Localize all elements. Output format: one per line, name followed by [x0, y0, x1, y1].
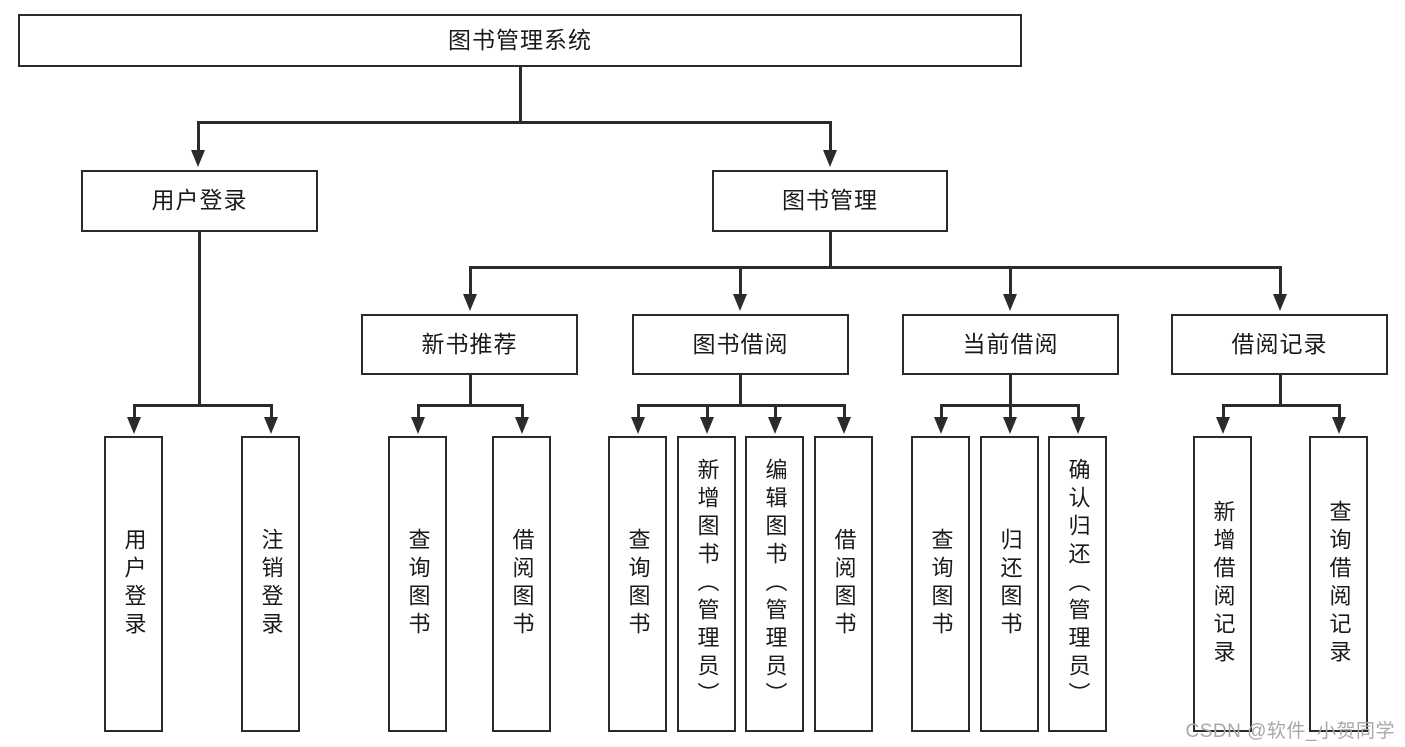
- connector-user-login-drop-2: [270, 404, 273, 419]
- node-label: 借阅图书: [509, 528, 535, 640]
- node-user-login[interactable]: 用户登录: [81, 170, 318, 232]
- connector-user-login-stem: [198, 232, 201, 406]
- node-label: 用户登录: [121, 528, 147, 640]
- leaf-borrow-record-add[interactable]: 新增借阅记录: [1193, 436, 1252, 732]
- node-label: 查询图书: [625, 528, 651, 640]
- leaf-current-borrow-return[interactable]: 归还图书: [980, 436, 1039, 732]
- node-label: 图书管理: [782, 187, 878, 214]
- node-book-borrow[interactable]: 图书借阅: [632, 314, 849, 375]
- connector-book-borrow-drop-1: [637, 404, 640, 419]
- arrow-level3-4: [1273, 294, 1287, 311]
- arrow-level3-1: [463, 294, 477, 311]
- leaf-book-borrow-add[interactable]: 新增图书（管理员）: [677, 436, 736, 732]
- connector-level3-drop-4: [1279, 266, 1282, 296]
- connector-borrow-record-drop-2: [1338, 404, 1341, 419]
- connector-user-login-bus: [133, 404, 270, 407]
- connector-level3-drop-1: [469, 266, 472, 296]
- node-label: 借阅记录: [1231, 330, 1328, 357]
- connector-book-borrow-bus: [637, 404, 845, 407]
- arrow-borrow-record-2: [1332, 417, 1346, 434]
- node-label: 新增图书（管理员）: [694, 458, 720, 710]
- node-label: 图书管理系统: [448, 26, 592, 53]
- connector-level2-drop-1: [197, 121, 200, 153]
- connector-book-borrow-drop-2: [706, 404, 709, 419]
- arrow-new-book-1: [411, 417, 425, 434]
- arrow-new-book-2: [515, 417, 529, 434]
- arrow-book-borrow-4: [837, 417, 851, 434]
- leaf-book-borrow-borrow[interactable]: 借阅图书: [814, 436, 873, 732]
- arrow-current-borrow-3: [1071, 417, 1085, 434]
- leaf-current-borrow-confirm-return[interactable]: 确认归还（管理员）: [1048, 436, 1107, 732]
- node-label: 编辑图书（管理员）: [762, 458, 788, 710]
- node-label: 当前借阅: [962, 330, 1059, 357]
- node-label: 新书推荐: [421, 330, 518, 357]
- connector-new-book-drop-1: [417, 404, 420, 419]
- connector-current-borrow-drop-2: [1009, 404, 1012, 419]
- connector-level2-drop-2: [829, 121, 832, 153]
- node-label: 用户登录: [151, 187, 248, 214]
- connector-book-management-stem: [829, 232, 832, 268]
- connector-book-borrow-stem: [739, 375, 742, 406]
- node-label: 图书借阅: [692, 330, 789, 357]
- connector-user-login-drop-1: [133, 404, 136, 419]
- node-current-borrow[interactable]: 当前借阅: [902, 314, 1119, 375]
- leaf-new-book-borrow[interactable]: 借阅图书: [492, 436, 551, 732]
- node-label: 查询图书: [405, 528, 431, 640]
- connector-level3-bus: [469, 266, 1280, 269]
- connector-new-book-bus: [417, 404, 523, 407]
- node-book-management[interactable]: 图书管理: [712, 170, 948, 232]
- connector-level2-bus: [197, 121, 831, 124]
- node-label: 确认归还（管理员）: [1065, 458, 1091, 710]
- node-label: 归还图书: [997, 528, 1023, 640]
- connector-level3-drop-2: [739, 266, 742, 296]
- connector-book-borrow-drop-3: [774, 404, 777, 419]
- connector-level3-drop-3: [1009, 266, 1012, 296]
- connector-new-book-drop-2: [521, 404, 524, 419]
- node-borrow-record[interactable]: 借阅记录: [1171, 314, 1388, 375]
- node-label: 注销登录: [258, 528, 284, 640]
- node-root-book-management-system[interactable]: 图书管理系统: [18, 14, 1022, 67]
- connector-current-borrow-drop-1: [940, 404, 943, 419]
- arrow-level3-3: [1003, 294, 1017, 311]
- arrow-level2-2: [823, 150, 837, 167]
- leaf-book-borrow-edit[interactable]: 编辑图书（管理员）: [745, 436, 804, 732]
- arrow-current-borrow-2: [1003, 417, 1017, 434]
- arrow-current-borrow-1: [934, 417, 948, 434]
- connector-new-book-stem: [469, 375, 472, 406]
- connector-borrow-record-stem: [1279, 375, 1282, 406]
- leaf-user-login-logout[interactable]: 注销登录: [241, 436, 300, 732]
- arrow-level3-2: [733, 294, 747, 311]
- node-label: 新增借阅记录: [1210, 500, 1236, 668]
- arrow-borrow-record-1: [1216, 417, 1230, 434]
- leaf-user-login-login[interactable]: 用户登录: [104, 436, 163, 732]
- leaf-current-borrow-query[interactable]: 查询图书: [911, 436, 970, 732]
- arrow-book-borrow-2: [700, 417, 714, 434]
- connector-borrow-record-drop-1: [1222, 404, 1225, 419]
- leaf-borrow-record-query[interactable]: 查询借阅记录: [1309, 436, 1368, 732]
- connector-book-borrow-drop-4: [843, 404, 846, 419]
- arrow-book-borrow-1: [631, 417, 645, 434]
- node-label: 借阅图书: [831, 528, 857, 640]
- connector-borrow-record-bus: [1222, 404, 1338, 407]
- node-label: 查询图书: [928, 528, 954, 640]
- leaf-book-borrow-query[interactable]: 查询图书: [608, 436, 667, 732]
- arrow-book-borrow-3: [768, 417, 782, 434]
- node-label: 查询借阅记录: [1326, 500, 1352, 668]
- connector-root-stem: [519, 67, 522, 121]
- connector-current-borrow-stem: [1009, 375, 1012, 406]
- connector-current-borrow-drop-3: [1077, 404, 1080, 419]
- leaf-new-book-query[interactable]: 查询图书: [388, 436, 447, 732]
- arrow-user-login-1: [127, 417, 141, 434]
- arrow-level2-1: [191, 150, 205, 167]
- arrow-user-login-2: [264, 417, 278, 434]
- node-new-book-recommend[interactable]: 新书推荐: [361, 314, 578, 375]
